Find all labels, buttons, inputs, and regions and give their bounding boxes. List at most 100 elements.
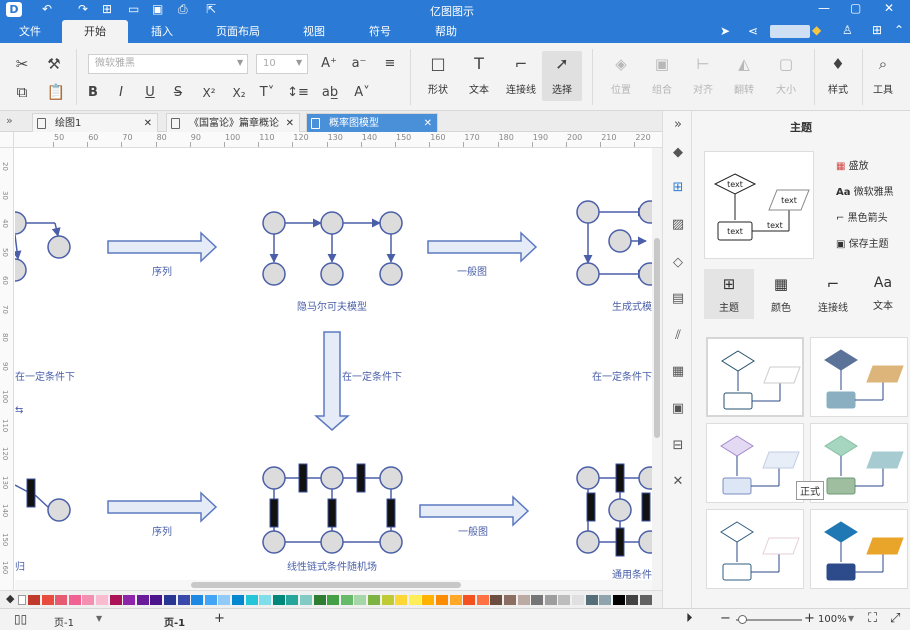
vip-diamond-icon[interactable]: ◆ bbox=[812, 23, 822, 37]
collapse-panel-icon[interactable]: » bbox=[674, 117, 682, 132]
underline-icon[interactable]: U bbox=[145, 85, 155, 100]
theme-grid-icon[interactable]: ⊞ bbox=[672, 180, 684, 195]
page-icon[interactable]: ▤ bbox=[671, 291, 685, 306]
new-file-icon[interactable]: ⊞ bbox=[102, 2, 113, 16]
color-swatch[interactable] bbox=[449, 595, 462, 605]
diagram-label[interactable]: 在一定条件下 bbox=[15, 370, 75, 383]
color-swatch[interactable] bbox=[327, 595, 340, 605]
add-page-button[interactable]: + bbox=[214, 611, 225, 626]
select-pointer-icon[interactable]: ➚ bbox=[555, 54, 569, 73]
apps-grid-icon[interactable]: ⊞ bbox=[872, 23, 883, 37]
tools-label[interactable]: 工具 bbox=[873, 85, 893, 96]
color-swatch[interactable] bbox=[422, 595, 435, 605]
maximize-icon[interactable]: ▢ bbox=[850, 1, 862, 15]
transition-arrow[interactable] bbox=[427, 231, 538, 263]
close-icon[interactable]: ✕ bbox=[423, 118, 432, 129]
color-swatch[interactable] bbox=[517, 595, 530, 605]
tab-drawing1[interactable]: 绘图1✕ bbox=[32, 113, 158, 132]
color-swatch[interactable] bbox=[136, 595, 149, 605]
graph-edge[interactable] bbox=[15, 234, 22, 260]
color-swatch[interactable] bbox=[204, 595, 217, 605]
diagram-label[interactable]: 通用条件 bbox=[612, 568, 652, 581]
factor-node[interactable] bbox=[26, 478, 36, 508]
flip-icon[interactable]: ◭ bbox=[738, 55, 750, 73]
diagram-label[interactable]: 在一定条件下 bbox=[592, 370, 652, 383]
color-swatch[interactable] bbox=[381, 595, 394, 605]
theme-thumbnail[interactable] bbox=[706, 337, 804, 417]
connector-tool-label[interactable]: 连接线 bbox=[506, 85, 536, 96]
tab-wealth-of-nations[interactable]: 《国富论》篇章概论✕ bbox=[166, 113, 300, 132]
zoom-level[interactable]: 100% bbox=[818, 614, 847, 625]
color-swatch[interactable] bbox=[259, 595, 272, 605]
fill-bucket-icon[interactable]: ◆ bbox=[673, 145, 683, 160]
graph-node[interactable] bbox=[262, 466, 286, 490]
text-tool-icon[interactable]: T bbox=[474, 54, 484, 73]
theme-option-save[interactable]: ▣ 保存主题 bbox=[836, 235, 889, 250]
factor-node[interactable] bbox=[641, 492, 651, 522]
color-swatch[interactable] bbox=[68, 595, 81, 605]
factor-node[interactable] bbox=[386, 498, 396, 528]
fit-page-icon[interactable]: ⛶ bbox=[868, 611, 878, 626]
select-tool-label[interactable]: 选择 bbox=[552, 85, 572, 96]
factor-node[interactable] bbox=[356, 463, 366, 493]
color-swatch[interactable] bbox=[612, 595, 625, 605]
tab-probabilistic-model[interactable]: 概率图模型✕ bbox=[306, 113, 438, 132]
fullscreen-icon[interactable]: ⤢ bbox=[890, 611, 901, 626]
graph-node[interactable] bbox=[638, 466, 652, 490]
color-swatch[interactable] bbox=[585, 595, 598, 605]
panel-tab-color[interactable]: ▦颜色 bbox=[756, 269, 806, 319]
color-swatch[interactable] bbox=[626, 595, 639, 605]
color-swatch[interactable] bbox=[368, 595, 380, 605]
org-icon[interactable]: ▣ bbox=[671, 401, 685, 416]
page-tab[interactable]: 页-1 bbox=[164, 618, 186, 629]
layers-icon[interactable]: ◇ bbox=[673, 255, 683, 270]
color-swatch[interactable] bbox=[82, 595, 95, 605]
no-fill-swatch[interactable] bbox=[18, 595, 26, 605]
graph-node[interactable] bbox=[638, 200, 652, 224]
panel-tab-theme[interactable]: ⊞主题 bbox=[704, 269, 754, 319]
strikethrough-icon[interactable]: S bbox=[173, 85, 183, 100]
format-painter-icon[interactable]: ⚒ bbox=[47, 55, 61, 73]
theme-thumbnail[interactable] bbox=[706, 509, 804, 589]
style-bucket-icon[interactable]: ♦ bbox=[831, 55, 845, 73]
color-swatch[interactable] bbox=[354, 595, 367, 605]
diagram-label[interactable]: 序列 bbox=[152, 525, 172, 538]
graph-node[interactable] bbox=[15, 258, 27, 282]
graph-node[interactable] bbox=[608, 498, 632, 522]
zoom-out-icon[interactable]: − bbox=[720, 611, 731, 626]
factor-node[interactable] bbox=[615, 463, 625, 493]
share-icon[interactable]: ⋖ bbox=[748, 24, 759, 38]
color-swatch[interactable] bbox=[313, 595, 326, 605]
menu-help[interactable]: 帮助 bbox=[435, 25, 457, 38]
horizontal-scroll-thumb[interactable] bbox=[191, 582, 461, 588]
font-size-select[interactable]: 10 bbox=[256, 54, 308, 74]
italic-icon[interactable]: I bbox=[119, 85, 123, 100]
color-swatch[interactable] bbox=[640, 595, 652, 605]
transition-arrow[interactable] bbox=[314, 331, 350, 431]
diagram-label[interactable]: 线性链式条件随机场 bbox=[287, 560, 377, 573]
transition-arrow[interactable] bbox=[107, 491, 218, 523]
graph-node[interactable] bbox=[262, 262, 286, 286]
graph-node[interactable] bbox=[47, 235, 71, 259]
color-swatch[interactable] bbox=[476, 595, 489, 605]
color-swatch[interactable] bbox=[504, 595, 516, 605]
menu-home[interactable]: 开始 bbox=[62, 20, 128, 43]
close-icon[interactable]: ✕ bbox=[884, 1, 895, 15]
color-swatch[interactable] bbox=[286, 595, 299, 605]
collapse-library-icon[interactable]: » bbox=[6, 114, 13, 127]
graph-edge[interactable] bbox=[51, 222, 61, 237]
graph-node[interactable] bbox=[379, 466, 403, 490]
diagram-label[interactable]: 在一定条件下 bbox=[342, 370, 402, 383]
color-swatch[interactable] bbox=[232, 595, 244, 605]
chevron-down-icon[interactable]: ▼ bbox=[848, 614, 855, 623]
color-swatch[interactable] bbox=[150, 595, 163, 605]
color-swatch[interactable] bbox=[272, 595, 285, 605]
shape-tool-label[interactable]: 形状 bbox=[428, 85, 448, 96]
highlight-icon[interactable]: ab̲ bbox=[321, 85, 339, 100]
shuffle-icon[interactable]: ✕ bbox=[672, 474, 684, 489]
graph-node[interactable] bbox=[576, 200, 600, 224]
graph-node[interactable] bbox=[320, 262, 344, 286]
flip-label[interactable]: 翻转 bbox=[734, 85, 754, 96]
theme-option-bloom[interactable]: ▦ 盛放 bbox=[836, 157, 869, 172]
graph-node[interactable] bbox=[638, 262, 652, 286]
